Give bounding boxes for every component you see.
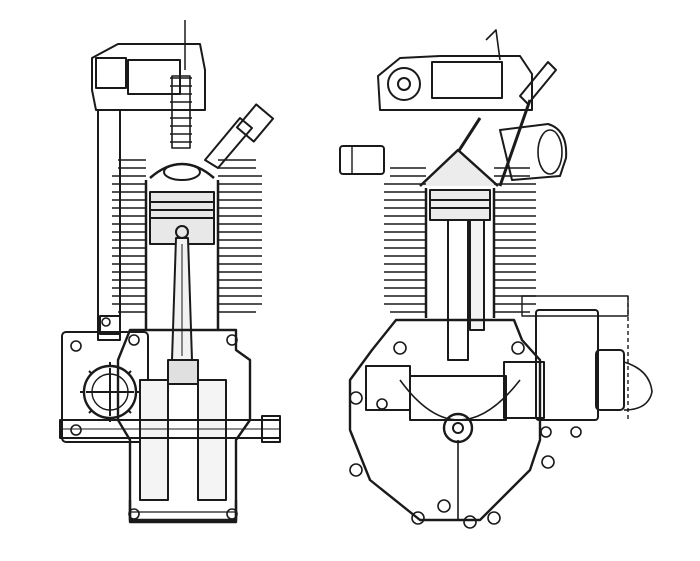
left-combustion-chamber bbox=[163, 163, 201, 181]
left-flywheel-left bbox=[139, 379, 169, 501]
left-bolts bbox=[70, 317, 238, 520]
right-magneto-endcap bbox=[595, 349, 625, 411]
left-crankcase bbox=[116, 328, 252, 522]
right-pushrod-tube bbox=[469, 219, 485, 331]
right-timing-chest bbox=[409, 375, 507, 421]
left-spark-plug bbox=[204, 103, 275, 169]
left-pushrod-base bbox=[99, 315, 121, 335]
left-cylinder-head bbox=[91, 43, 206, 111]
right-cylinder-fins bbox=[384, 167, 536, 313]
left-pushrod-tube bbox=[97, 109, 121, 341]
left-valve-spring bbox=[170, 75, 192, 149]
left-rocker-box bbox=[127, 59, 181, 95]
right-valve-right bbox=[498, 99, 532, 187]
right-rocker-box bbox=[431, 61, 503, 99]
right-magneto-body bbox=[535, 309, 599, 421]
left-valve-cap bbox=[95, 57, 127, 89]
right-spark-plug bbox=[519, 61, 557, 105]
right-exhaust-port bbox=[339, 145, 385, 175]
left-crank-pin bbox=[167, 359, 199, 385]
right-connecting-rod bbox=[447, 219, 469, 361]
right-piston bbox=[429, 189, 491, 221]
right-valve-tip bbox=[485, 29, 501, 61]
right-cylinder-head bbox=[377, 55, 533, 111]
left-piston bbox=[149, 191, 215, 245]
right-engine-section bbox=[339, 29, 653, 529]
right-rocker-cover-left bbox=[387, 67, 421, 101]
right-cam-gear bbox=[442, 412, 474, 444]
left-flywheel-right bbox=[197, 379, 227, 501]
right-magneto-drive bbox=[503, 361, 545, 419]
right-inlet-elbow bbox=[499, 123, 568, 181]
left-cylinder-fins bbox=[112, 159, 262, 313]
left-shaft-nut bbox=[261, 415, 281, 443]
left-engine-section bbox=[59, 20, 281, 524]
right-combustion-dome bbox=[419, 148, 499, 187]
right-bolts bbox=[349, 341, 582, 529]
right-crankcase bbox=[348, 318, 542, 522]
